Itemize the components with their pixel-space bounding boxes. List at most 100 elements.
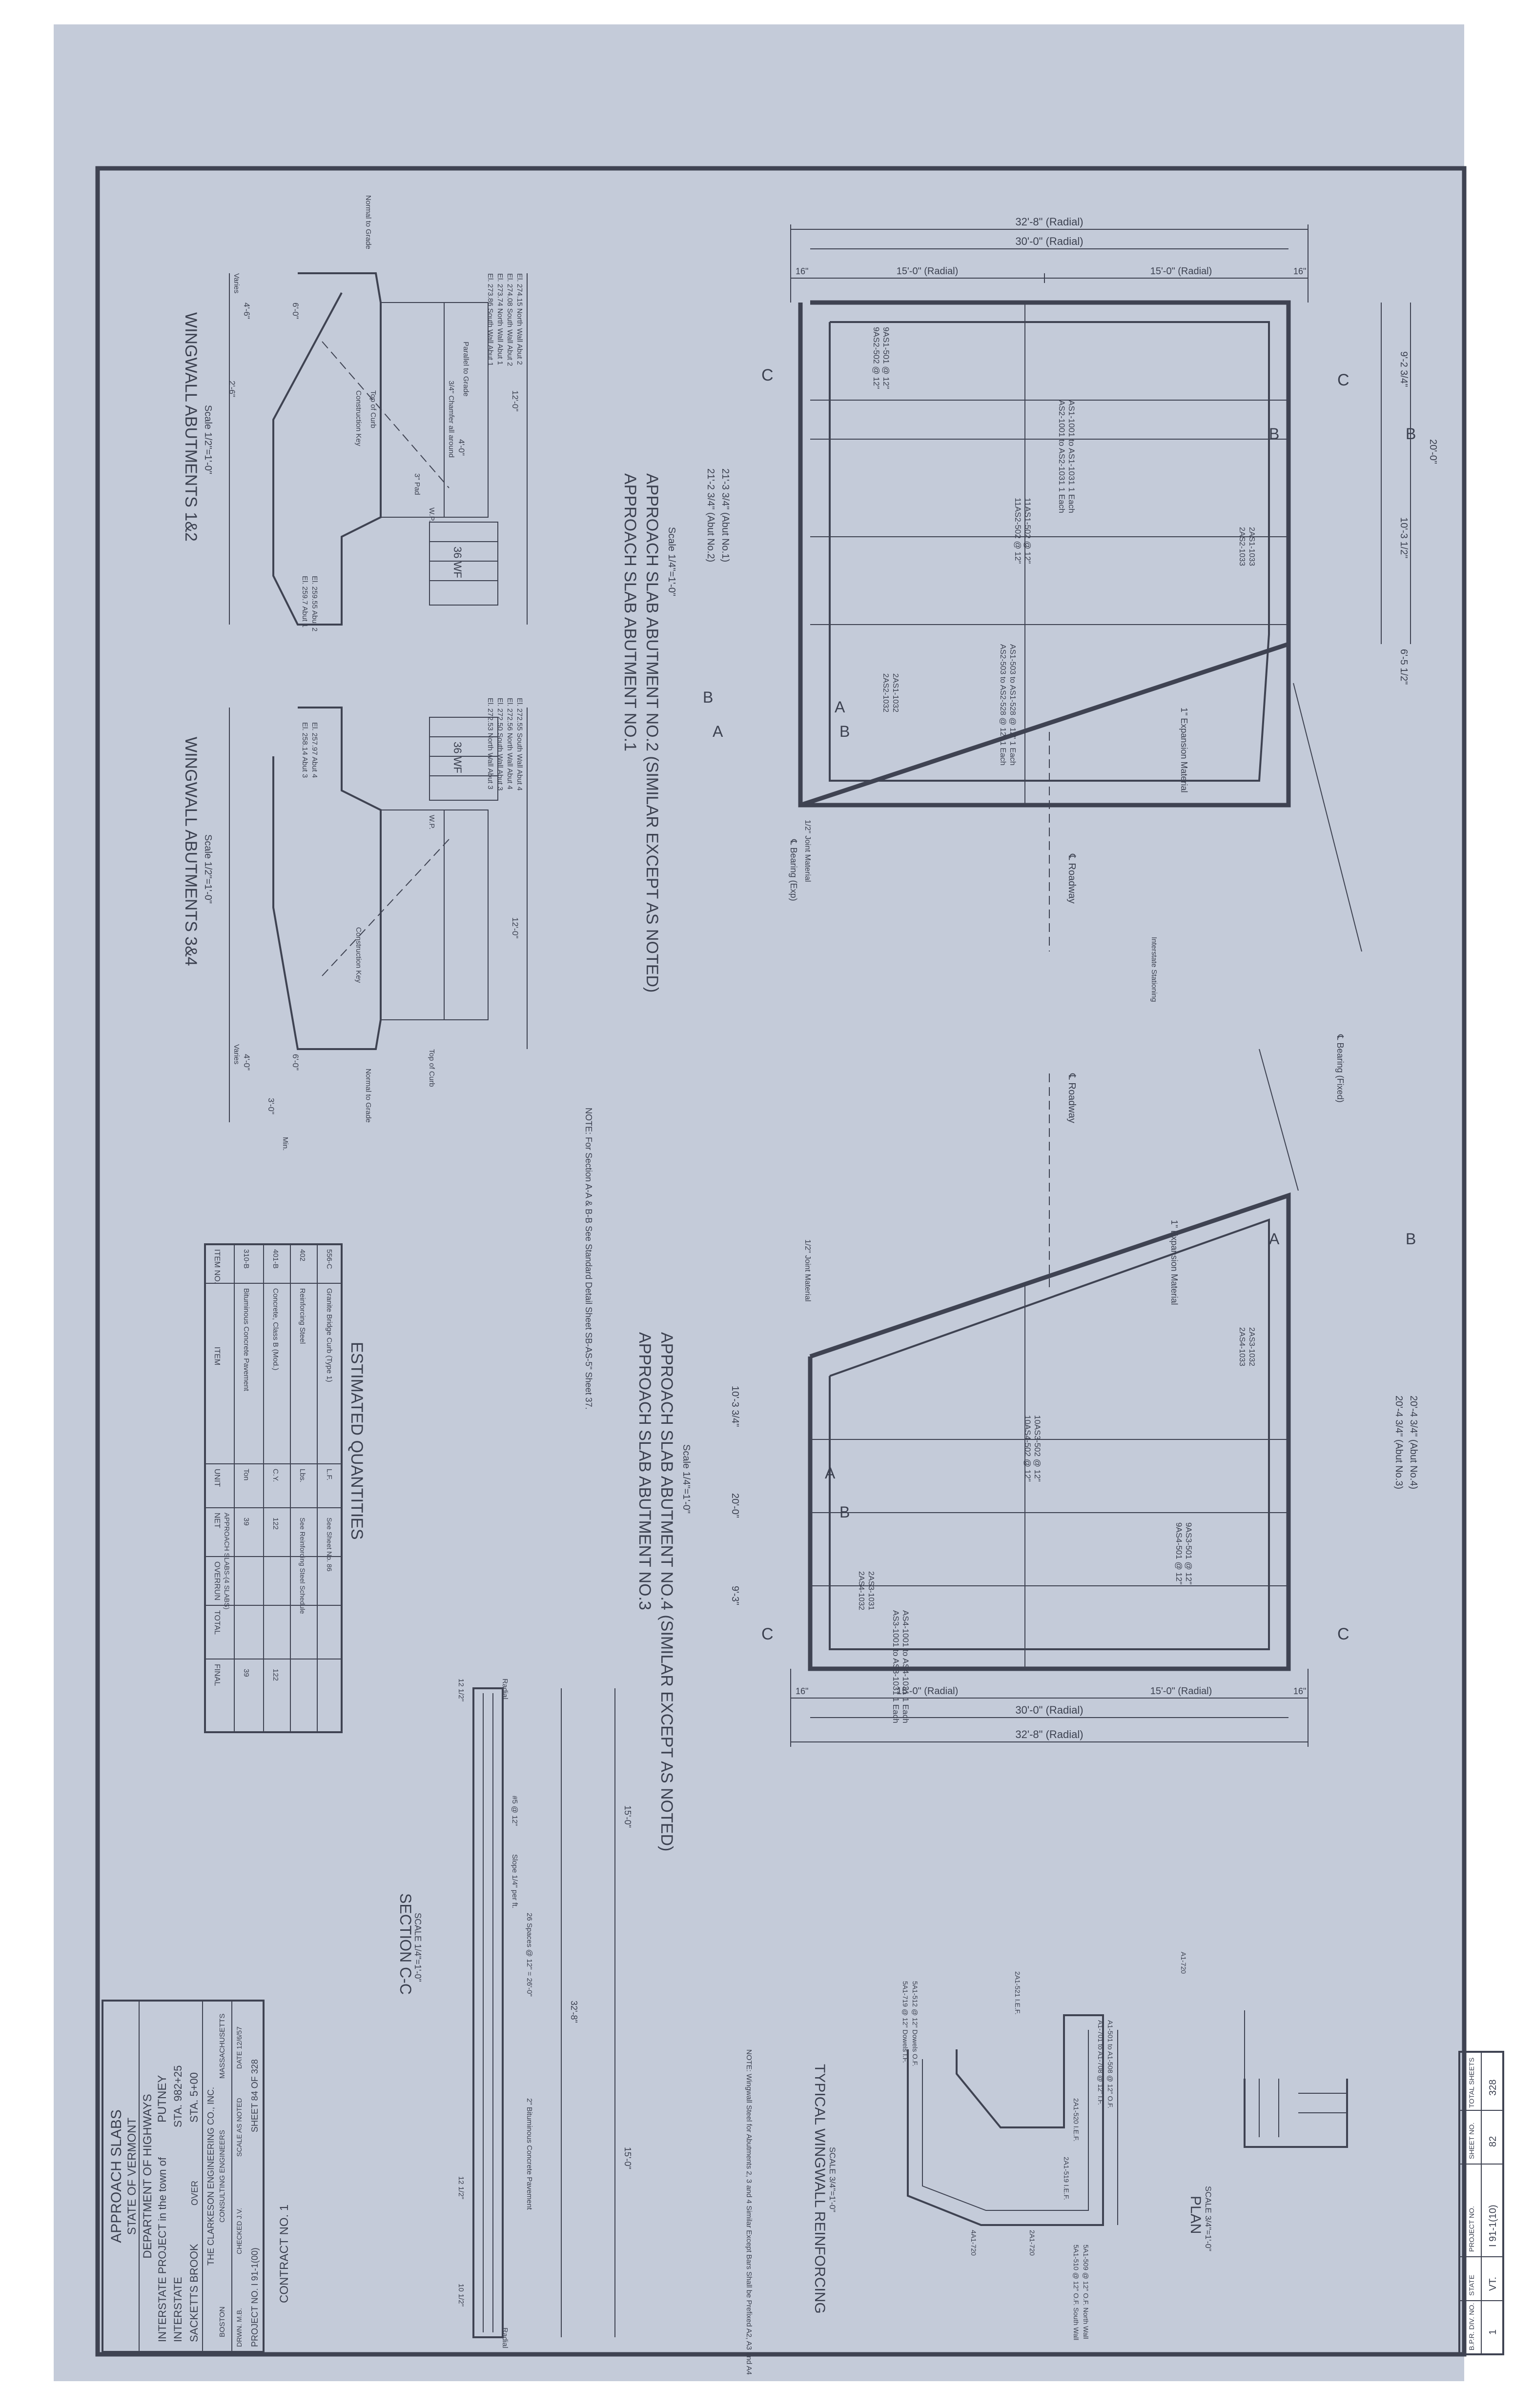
bearing-fixed: ℄ Bearing (Fixed)	[1335, 1034, 1345, 1103]
quantities-table: ITEM NO. ITEM UNIT NET OVERRUN TOTAL FIN…	[204, 1243, 343, 1733]
qty-col-unit: UNIT	[213, 1469, 221, 1487]
w34-36wf: 36 WF	[451, 742, 464, 773]
cc-label-8: 12 1/2"	[457, 2176, 465, 2199]
rebar-2as3-1031: 2AS3-1031	[867, 1571, 875, 1610]
rebar-11as1-502: 11AS1-502 @ 12"	[1023, 498, 1032, 564]
w34-wp: W.P.	[428, 815, 436, 830]
typ-label-5: 5A1-510 @ 12" O.F. South Wall	[1072, 2245, 1080, 2340]
section-cc-title: SECTION C-C	[397, 1893, 414, 1995]
wing12-title: WINGWALL ABUTMENTS 1&2	[182, 312, 200, 542]
slab34-scale: Scale 1/4"=1'-0"	[681, 1444, 692, 1514]
hdr-val-project: I 91-1(10)	[1488, 2205, 1498, 2247]
w12-parallel: Parallel to Grade	[462, 342, 470, 397]
expansion-label-1: 1" Expansion Material	[1179, 708, 1189, 792]
w34-min: Min.	[281, 1137, 289, 1151]
qty-r2-net: 122	[271, 1518, 280, 1530]
slab12-title-2: APPROACH SLAB ABUTMENT NO.2 (SIMILAR EXC…	[643, 473, 661, 992]
cc-label-5: #5 @ 12"	[511, 1796, 519, 1826]
w34-normal: Normal to Grade	[364, 1069, 372, 1123]
w34-varies: Varies	[232, 1044, 241, 1064]
stationing-label: Interstate Stationing	[1150, 937, 1158, 1002]
qty-r1-item: Bituminous Concrete Pavement	[242, 1288, 250, 1392]
rebar-2as4-1032: 2AS4-1032	[857, 1571, 865, 1610]
w12-dim-4: 4'-0"	[457, 439, 466, 456]
typ-label-7: 2A1-720	[1028, 2230, 1036, 2256]
w12-wp: W.P.	[428, 507, 436, 522]
title-block-sta2: STA. 5+00	[188, 2072, 200, 2123]
cc-label-9: 10 1/2"	[457, 2284, 465, 2307]
qty-r1-net: 39	[242, 1518, 250, 1526]
hdr-col-project: PROJECT NO.	[1468, 2206, 1475, 2252]
typ-label-1: A1-701 to A1-708 @ 12" I.F.	[1097, 2020, 1104, 2105]
title-block-engineer: THE CLARKESON ENGINEERING CO., INC.	[206, 2087, 216, 2266]
hdr-col-total: TOTAL SHEETS	[1468, 2058, 1475, 2108]
rebar-2as1-1033: 2AS1-1033	[1247, 527, 1256, 566]
joint-label-2: 1/2" Joint Material	[803, 1239, 812, 1302]
w12-dim-5: 2'-6"	[227, 381, 237, 397]
title-block-date: DATE 12/6/57	[235, 2026, 243, 2069]
qty-r2-final: 122	[271, 1669, 280, 1681]
qty-r3-no: 402	[298, 1249, 307, 1261]
rebar-9as4-501: 9AS4-501 @ 12"	[1174, 1522, 1184, 1584]
title-block-town: PUTNEY	[156, 2075, 169, 2123]
w12-el5: El. 259.7 Abut 1	[301, 576, 309, 627]
approach-slab-1-2: 32'-8" (Radial) 30'-0" (Radial) 15'-0" (…	[703, 216, 1438, 1002]
outer-border	[95, 166, 1467, 2357]
title-block-project-no: PROJECT NO. I 91-1(00)	[250, 2247, 260, 2347]
dim-curb-top-left: 16"	[796, 266, 808, 276]
qty-col-item: ITEM	[213, 1347, 221, 1365]
dim-half-top-left: 15'-0" (Radial)	[897, 266, 959, 277]
section-c-marker-4: C	[1337, 1625, 1349, 1643]
hdr-val-state: VT.	[1488, 2277, 1498, 2291]
contract-number: CONTRACT NO. 1	[278, 2205, 291, 2303]
cc-label-6: 26 Spaces @ 12" = 26'-0"	[525, 1913, 533, 1997]
plan-scale: SCALE 3/4"=1'-0"	[1204, 2186, 1213, 2251]
title-block-engineer-sub: CONSULTING ENGINEERS	[218, 2130, 226, 2223]
dim-abut3: 20'-4 3/4" (Abut No.3)	[1393, 1396, 1404, 1489]
section-cc-scale: SCALE 1/4"=1'-0"	[413, 1913, 423, 1982]
w34-el2: El. 272.50 South Wall Abut 3	[496, 698, 504, 790]
rebar-11as2-502: 11AS2-502 @ 12"	[1013, 498, 1022, 564]
typ-label-8: 2A1-521 I.E.F.	[1014, 1971, 1022, 2015]
w34-el6: El. 257.97 Abut 4	[310, 722, 319, 778]
rebar-2as1-1032: 2AS1-1032	[891, 673, 900, 712]
qty-r1-unit: Ton	[242, 1469, 250, 1480]
section-a-marker-2: A	[835, 698, 845, 716]
slab12-title-1: APPROACH SLAB ABUTMENT NO.1	[621, 473, 639, 751]
wingwall-1-2: El. 273.86 South Wall Abut 1 El. 273.74 …	[227, 195, 528, 631]
cc-label-0: 12 1/2"	[457, 1679, 465, 1701]
section-c-marker-1: C	[761, 366, 774, 384]
dim-curb-bot-left: 16"	[796, 1686, 808, 1696]
title-block-department: DEPARTMENT OF HIGHWAYS	[141, 2094, 154, 2258]
typ-label-3: 2A1-519 I.E.F.	[1063, 2157, 1070, 2200]
qty-r2-no: 401-B	[271, 1249, 280, 1269]
section-b-marker-4: B	[839, 723, 850, 740]
section-b-marker-5: B	[1406, 1230, 1416, 1248]
qty-col-itemno: ITEM NO.	[213, 1249, 221, 1284]
dim-curb-bot-right: 16"	[1293, 1686, 1306, 1696]
w12-varies: Varies	[232, 273, 241, 293]
cc-label-2: 15'-0"	[623, 1805, 633, 1828]
dim-roadway-top: 30'-0" (Radial)	[1015, 235, 1083, 247]
hdr-col-sheet: SHEET NO.	[1468, 2123, 1475, 2159]
section-a-marker-4: A	[825, 1464, 836, 1482]
qty-col-total: TOTAL	[213, 1610, 221, 1635]
section-a-marker-1: A	[713, 723, 723, 740]
w34-el1: El. 272.53 North Wall Abut 3	[486, 698, 494, 789]
qty-r3-unit: Lbs.	[298, 1469, 307, 1482]
title-block-drawn: DRWN. M.B.	[235, 2308, 243, 2347]
title-block-checked: CHECKED J.V.	[235, 2208, 243, 2254]
rebar-as1-503: AS1-503 to AS1-528 @ 12" 1 Each	[1008, 644, 1017, 766]
plan-detail	[1244, 2010, 1348, 2148]
typ-label-10: 5A1-719 @ 12" Dowels I.F.	[901, 1981, 909, 2063]
dim-abut2: 21'-2 3/4" (Abut No.2)	[705, 468, 716, 562]
dim-left-1: 10'-3 3/4"	[730, 1386, 740, 1427]
cc-label-7: 2" Bituminous Concrete Pavement	[525, 2098, 533, 2210]
rebar-as4-1001: AS4-1001 to AS4-1031 1 Each	[901, 1610, 910, 1723]
rebar-9as1-501: 9AS1-501 @ 12"	[881, 327, 891, 389]
slab34-title-2: APPROACH SLAB ABUTMENT NO.4 (SIMILAR EXC…	[657, 1332, 676, 1851]
title-block-city: BOSTON	[218, 2307, 226, 2337]
cc-label-3: 15'-0"	[623, 2147, 633, 2169]
title-block-route: INTERSTATE	[172, 2277, 184, 2342]
w12-dim-3: 12'-0"	[511, 390, 520, 411]
